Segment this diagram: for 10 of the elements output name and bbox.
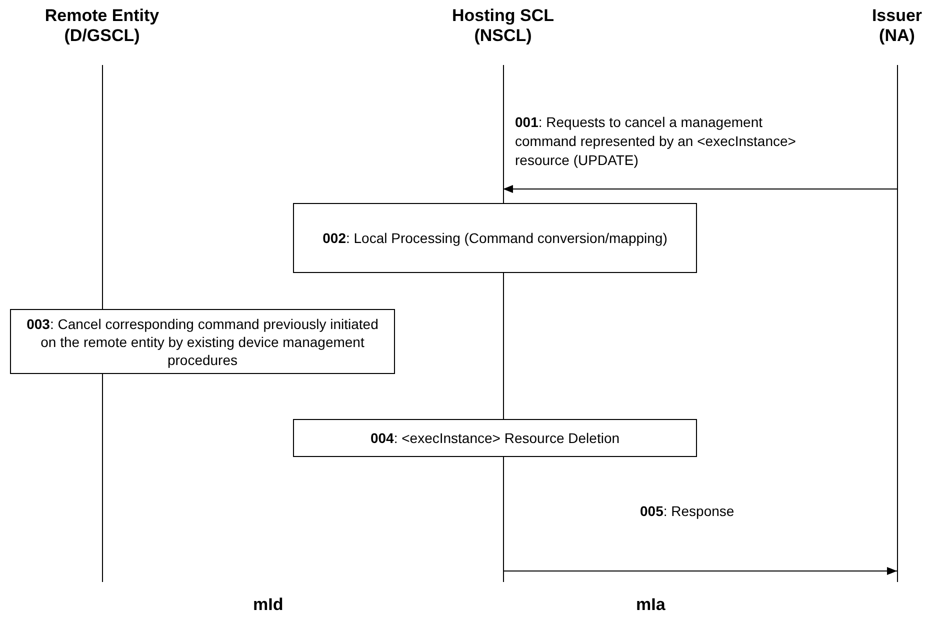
reference-point-label: mId	[253, 595, 284, 615]
process-box: 002: Local Processing (Command conversion/mapping)	[293, 203, 697, 273]
participant-label: Remote Entity (D/GSCL)	[44, 6, 160, 46]
process-box: 004: <execInstance> Resource Deletion	[293, 419, 697, 457]
participant-label: Hosting SCL (NSCL)	[451, 6, 555, 46]
participant-label: Issuer (NA)	[870, 6, 924, 46]
arrow	[502, 185, 898, 193]
reference-point-label: mIa	[636, 595, 666, 615]
arrow	[502, 567, 898, 575]
process-box: 003: Cancel corresponding command previously initiated on the remote entity by existing device management procedures	[10, 309, 395, 374]
